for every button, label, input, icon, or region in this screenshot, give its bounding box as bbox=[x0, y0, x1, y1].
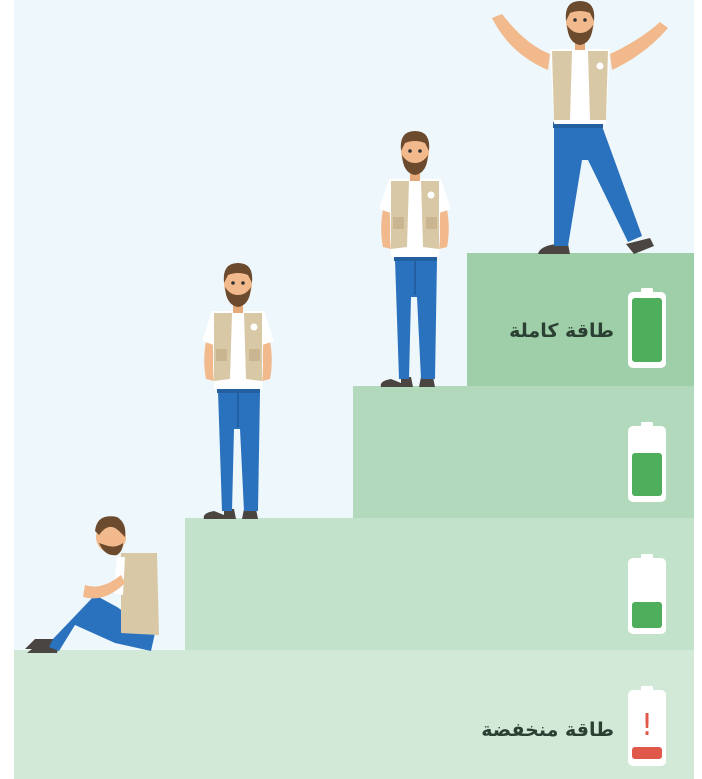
battery-medium-low-icon bbox=[628, 554, 666, 634]
label-full-energy: طاقة كاملة bbox=[509, 320, 614, 342]
battery-low-icon: ! bbox=[628, 686, 666, 766]
step-low bbox=[14, 650, 694, 779]
battery-medium-high-icon bbox=[628, 422, 666, 502]
label-low-energy: طاقة منخفضة bbox=[481, 719, 614, 741]
battery-warning-mark: ! bbox=[641, 708, 653, 743]
step-medium-low bbox=[185, 518, 694, 650]
battery-full-icon bbox=[628, 288, 666, 368]
